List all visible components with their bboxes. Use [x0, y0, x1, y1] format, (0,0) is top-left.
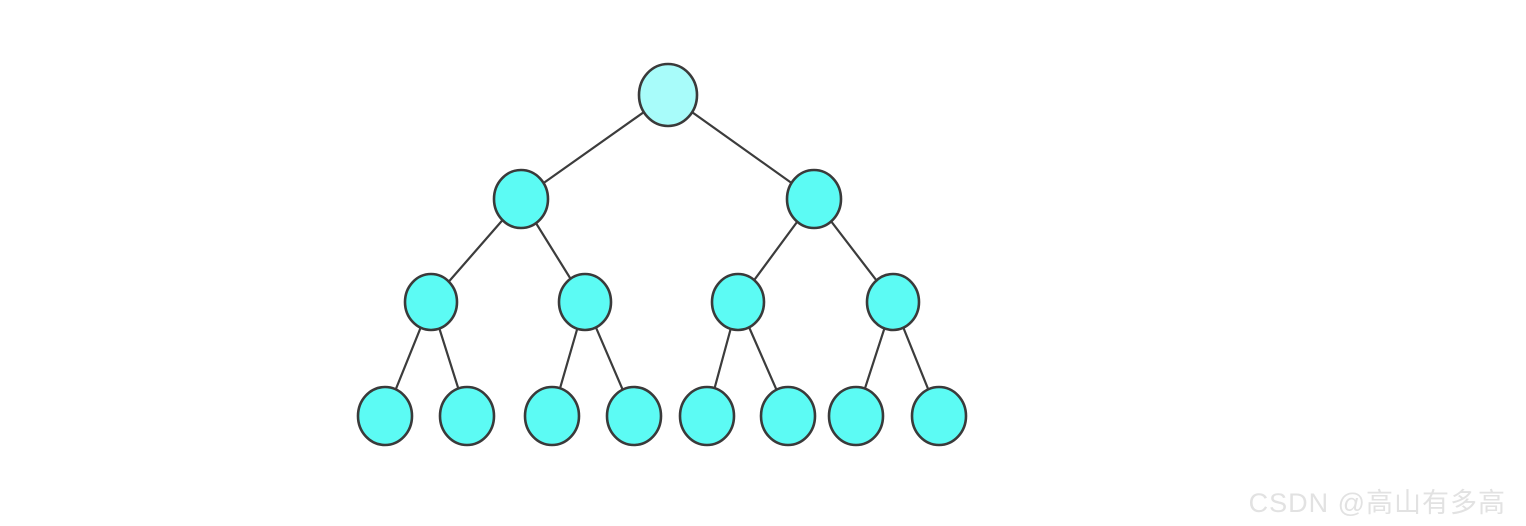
csdn-watermark: CSDN @高山有多高: [1248, 488, 1506, 518]
tree-node[interactable]: [557, 272, 613, 332]
tree-node[interactable]: [710, 272, 766, 332]
tree-node-circle: [438, 385, 496, 447]
tree-node[interactable]: [785, 168, 843, 230]
tree-node-leaf[interactable]: [759, 385, 817, 447]
tree-node-leaf[interactable]: [356, 385, 414, 447]
tree-node-circle: [759, 385, 817, 447]
tree-node-circle: [678, 385, 736, 447]
tree-node[interactable]: [865, 272, 921, 332]
tree-node-circle: [557, 272, 613, 332]
tree-node-layer: [356, 62, 968, 447]
tree-node-root[interactable]: [637, 62, 699, 128]
tree-node-circle: [710, 272, 766, 332]
tree-node-circle: [637, 62, 699, 128]
tree-node-circle: [785, 168, 843, 230]
tree-node-circle: [605, 385, 663, 447]
tree-node-circle: [356, 385, 414, 447]
tree-node-leaf[interactable]: [438, 385, 496, 447]
tree-node-circle: [523, 385, 581, 447]
tree-node-leaf[interactable]: [605, 385, 663, 447]
tree-edge-layer: [383, 93, 941, 418]
tree-node-leaf[interactable]: [827, 385, 885, 447]
tree-node-leaf[interactable]: [910, 385, 968, 447]
tree-node-leaf[interactable]: [523, 385, 581, 447]
tree-node[interactable]: [492, 168, 550, 230]
tree-node[interactable]: [403, 272, 459, 332]
tree-node-circle: [865, 272, 921, 332]
tree-node-circle: [827, 385, 885, 447]
tree-node-leaf[interactable]: [678, 385, 736, 447]
tree-node-circle: [910, 385, 968, 447]
tree-node-circle: [492, 168, 550, 230]
tree-node-circle: [403, 272, 459, 332]
